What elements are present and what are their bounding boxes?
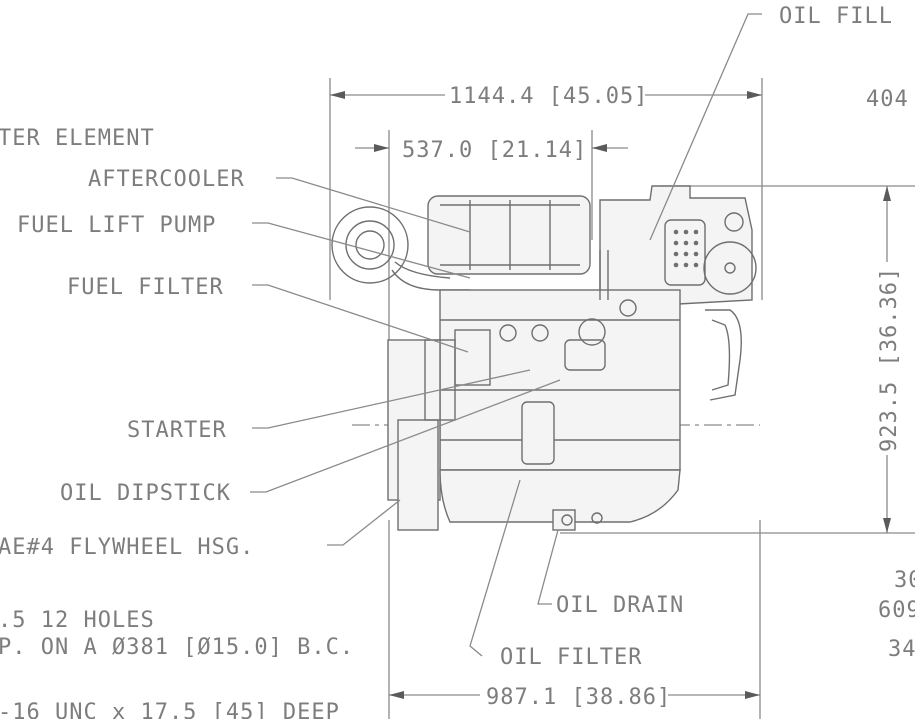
leader-oil-drain [537,529,559,605]
arrowhead [592,144,607,152]
arrowhead [883,518,891,533]
dim-right-c: 34 [888,637,915,662]
valve-cover [599,185,753,306]
pulley-hub [724,262,736,274]
dim-overall-length: 1144.4 [45.05] [449,84,648,109]
injector-holes [673,229,699,268]
turbo-inlet [345,220,395,270]
bolt [619,299,637,317]
label-oil-dipstick: OIL DIPSTICK [60,481,231,506]
drain-bolt [561,514,573,526]
label-oil-drain: OIL DRAIN [556,593,684,618]
label-fuel-lift-pump: FUEL LIFT PUMP [17,213,216,238]
dim-right-b: 609 [878,598,915,623]
oil-pan [439,469,681,523]
arrowhead [745,691,760,699]
leader-oil-fill [649,13,762,241]
label-filter-element: TER ELEMENT [0,126,155,151]
leader-oil-filter [469,479,521,657]
label-oil-filter: OIL FILTER [500,645,642,670]
leader-flywheel-hsg [327,499,401,546]
aftercooler-body [427,195,591,275]
dim-base-length: 987.1 [38.86] [486,685,671,710]
dim-partial-length: 537.0 [21.14] [402,138,587,163]
leader-fuel-filter [252,284,469,353]
arrowhead [747,91,762,99]
oil-fill-neck [578,318,606,346]
bolt [499,324,517,342]
leader-starter [252,369,531,429]
leader-aftercooler [276,177,471,233]
dim-height: 923.5 [36.36] [877,267,902,452]
label-starter: STARTER [127,418,227,443]
engine-outline [331,185,757,531]
label-oil-fill: OIL FILL [779,4,893,29]
fuel-lift-pump-body [564,339,606,371]
label-aftercooler: AFTERCOOLER [88,167,245,192]
oil-filter-canister [521,401,555,465]
label-bolt-circle-note: P. ON A Ø381 [Ø15.0] B.C. [0,635,354,660]
pulley-upper [703,241,757,295]
leader-fuel-lift-pump [252,222,471,279]
leader-oil-dipstick [250,379,561,493]
turbo-core [355,230,385,260]
arrowhead [330,91,345,99]
coolant-pipe [705,309,742,401]
label-flywheel-hsg: AE#4 FLYWHEEL HSG. [0,535,254,560]
turbo-pipe-inner [394,261,451,279]
label-holes-note: .5 12 HOLES [0,608,155,633]
bolt [531,324,549,342]
label-fuel-filter: FUEL FILTER [67,275,224,300]
turbo-housing [331,206,409,284]
arrowhead [374,144,389,152]
dim-right-top: 404 [866,87,909,112]
arrowhead [883,186,891,201]
drain-bolt [591,512,603,524]
dim-right-a: 30 [894,568,915,593]
coolant-pipe-inner [711,319,731,391]
starter-motor [424,339,456,421]
starter-body [397,419,439,531]
injector-block [664,219,706,286]
leaders [250,13,762,657]
arrowhead [389,691,404,699]
fill-cap [724,212,744,232]
label-thread-note: -16 UNC x 17.5 [45] DEEP [0,700,340,719]
